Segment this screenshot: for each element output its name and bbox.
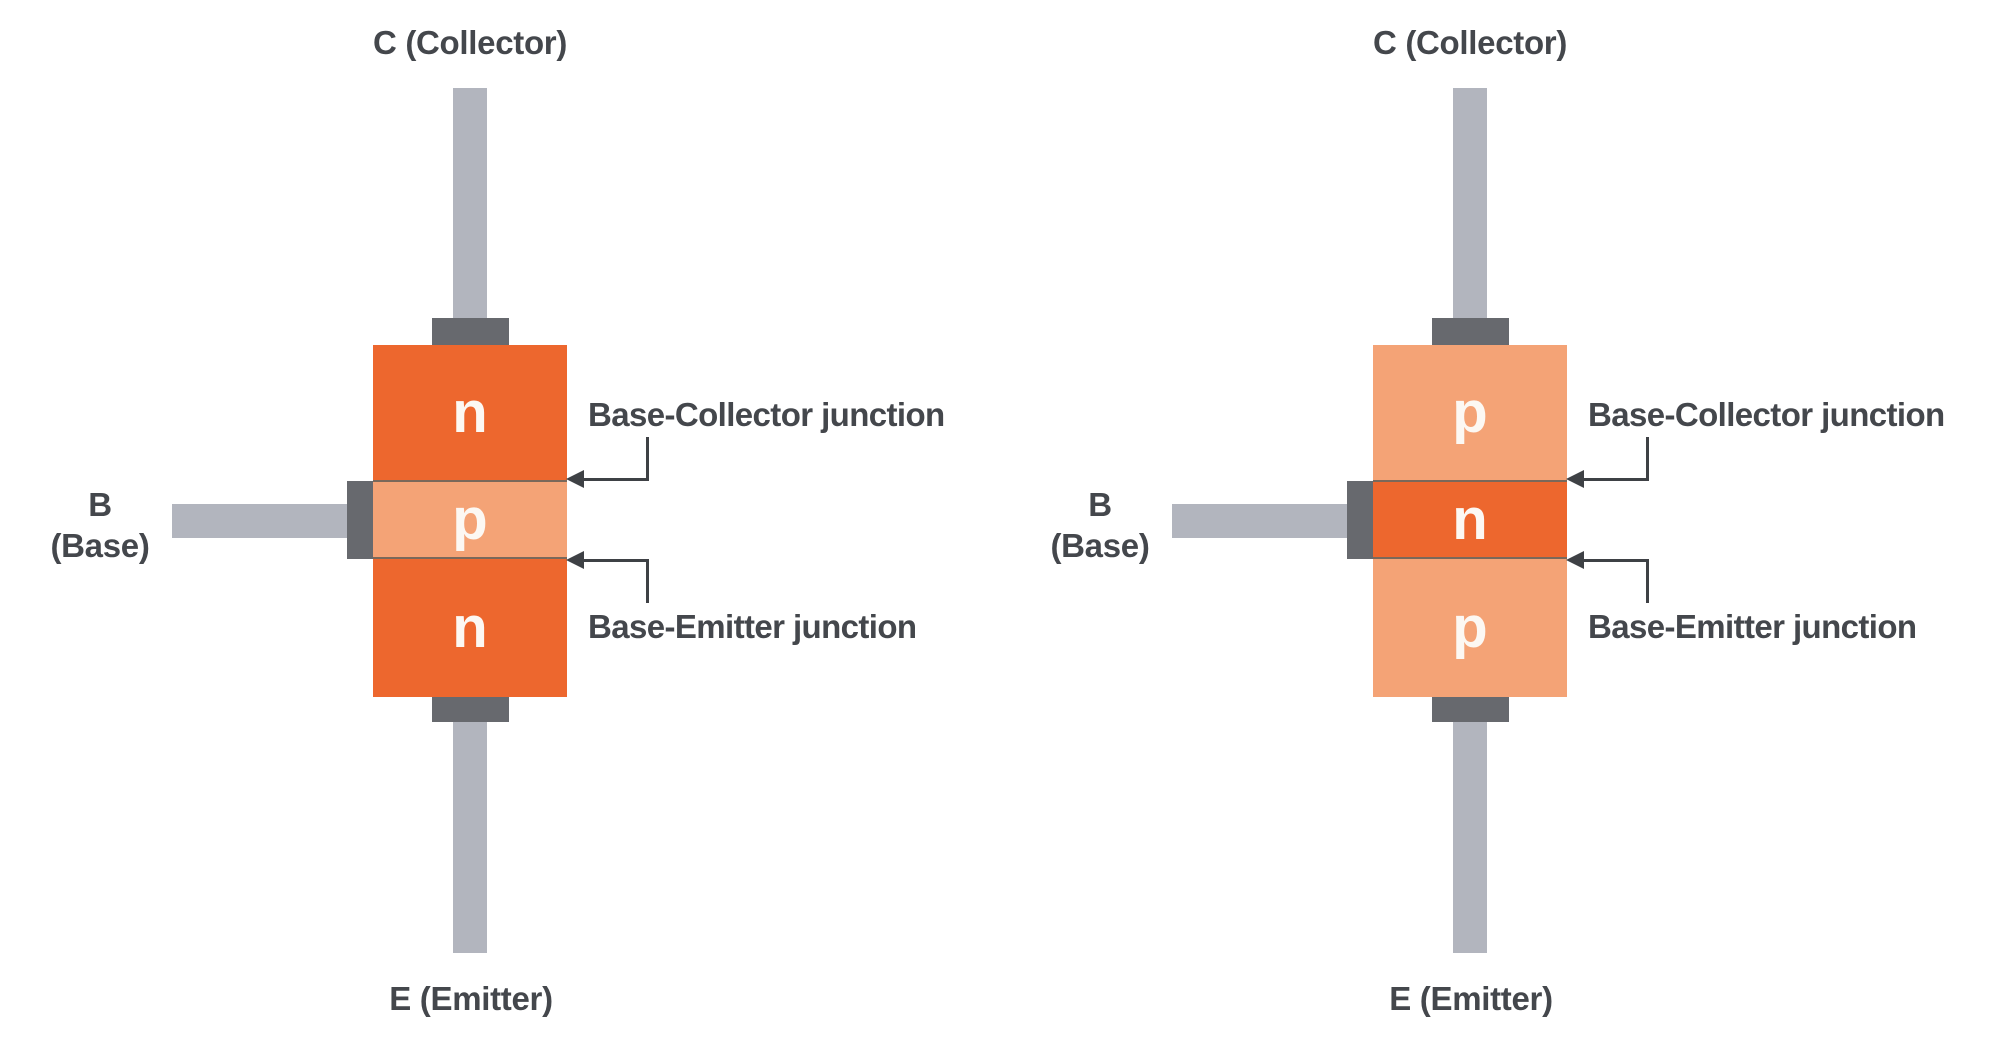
base-lead [172, 504, 347, 538]
base-label: B (Base) [1000, 484, 1200, 566]
be-arrow-vertical-line [1646, 559, 1649, 603]
emitter-label: E (Emitter) [1389, 980, 1553, 1017]
base-region: n [1373, 480, 1567, 559]
collector-region-letter: p [1452, 379, 1488, 445]
arrow-left-icon [566, 551, 584, 569]
emitter-contact-pad [432, 697, 509, 722]
base-lead [1172, 504, 1347, 538]
base-emitter-junction-label: Base-Emitter junction [1588, 608, 1917, 645]
base-region: p [373, 480, 567, 559]
base-contact-pad [1347, 481, 1373, 559]
emitter-region-letter: p [1452, 595, 1488, 660]
bc-arrow-vertical-line [646, 437, 649, 481]
base-contact-pad [347, 481, 373, 559]
base-collector-junction-label: Base-Collector junction [1588, 396, 1945, 433]
base-label-line1: B [88, 486, 112, 523]
collector-label: C (Collector) [1372, 24, 1568, 61]
pnp-diagram: C (Collector) B (Base) p n p E (Emitter)… [1000, 0, 2000, 1044]
collector-lead [453, 88, 487, 318]
bc-arrow-horizontal-line [582, 478, 648, 481]
base-region-letter: p [452, 486, 488, 552]
emitter-region: p [1373, 559, 1567, 697]
collector-region-letter: n [452, 379, 488, 445]
collector-region: n [373, 345, 567, 480]
be-arrow-vertical-line [646, 559, 649, 603]
emitter-lead [1453, 722, 1487, 953]
base-label-line2: (Base) [50, 527, 150, 564]
semiconductor-body: n p n [373, 345, 567, 697]
emitter-label: E (Emitter) [389, 980, 553, 1017]
be-arrow-horizontal-line [582, 559, 648, 562]
base-label: B (Base) [0, 484, 200, 566]
base-collector-junction-label: Base-Collector junction [588, 396, 945, 433]
arrow-left-icon [1566, 470, 1584, 488]
be-arrow-horizontal-line [1582, 559, 1648, 562]
collector-label: C (Collector) [372, 24, 568, 61]
emitter-region-letter: n [452, 595, 488, 660]
emitter-contact-pad [1432, 697, 1509, 722]
arrow-left-icon [566, 470, 584, 488]
collector-region: p [1373, 345, 1567, 480]
bc-arrow-horizontal-line [1582, 478, 1648, 481]
base-label-line1: B [1088, 486, 1112, 523]
base-label-line2: (Base) [1050, 527, 1150, 564]
semiconductor-body: p n p [1373, 345, 1567, 697]
emitter-lead [453, 722, 487, 953]
collector-contact-pad [1432, 318, 1509, 345]
collector-contact-pad [432, 318, 509, 345]
npn-diagram: C (Collector) B (Base) n p n E (Emitter)… [0, 24, 945, 1017]
base-emitter-junction-label: Base-Emitter junction [588, 608, 917, 645]
emitter-region: n [373, 559, 567, 697]
base-region-letter: n [1452, 486, 1488, 552]
bc-arrow-vertical-line [1646, 437, 1649, 481]
collector-lead [1453, 88, 1487, 318]
arrow-left-icon [1566, 551, 1584, 569]
